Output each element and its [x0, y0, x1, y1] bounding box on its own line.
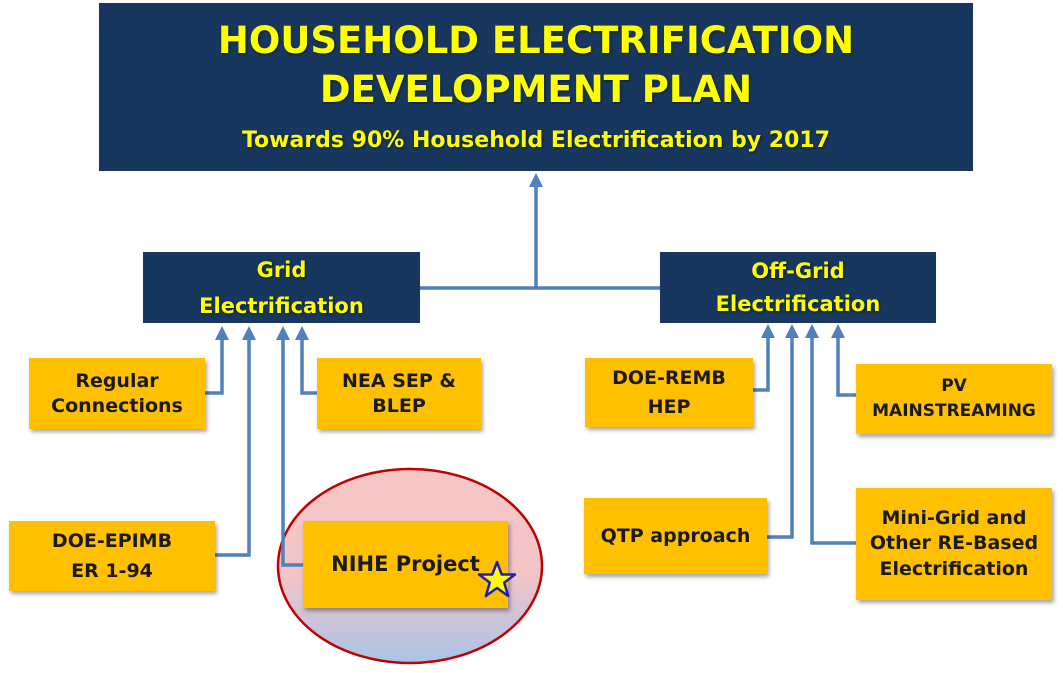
nihe-project-box: NIHE Project — [303, 521, 508, 608]
nea-line1: NEA SEP & — [342, 369, 456, 392]
pv-line1: PV — [941, 376, 967, 397]
doe-epimb-line2: ER 1-94 — [71, 560, 153, 582]
star-icon — [477, 560, 517, 598]
grid-electrification-box: Grid Electrification — [143, 252, 420, 323]
nea-line2: BLEP — [372, 394, 426, 417]
nea-sep-blep-box: NEA SEP & BLEP — [317, 358, 481, 429]
connector-pv — [831, 324, 856, 397]
plan-title-line2: DEVELOPMENT PLAN — [319, 68, 753, 111]
plan-subtitle: Towards 90% Household Electrification by… — [241, 128, 831, 153]
connector-regular — [205, 326, 229, 395]
doe-remb-line2: HEP — [647, 395, 691, 418]
pv-mainstreaming-box: PV MAINSTREAMING — [856, 364, 1052, 434]
connector-doe-remb — [753, 324, 775, 392]
connector-nihe — [276, 326, 303, 567]
connector-doe-epimb — [215, 326, 256, 557]
grid-label-line2: Electrification — [199, 294, 364, 318]
offgrid-label-line2: Electrification — [715, 292, 881, 316]
doe-remb-line1: DOE-REMB — [612, 367, 726, 389]
qtp-approach-box: QTP approach — [584, 498, 767, 574]
regular-connections-box: Regular Connections — [29, 358, 205, 429]
offgrid-electrification-box: Off-Grid Electrification — [660, 252, 936, 323]
doe-epimb-box: DOE-EPIMB ER 1-94 — [9, 521, 215, 591]
minigrid-line2: Other RE-Based — [869, 532, 1039, 555]
minigrid-line1: Mini-Grid and — [881, 506, 1027, 529]
nihe-label: NIHE Project — [331, 551, 480, 576]
regular-line2: Connections — [51, 394, 183, 417]
connector-nea — [295, 326, 317, 395]
offgrid-label-line1: Off-Grid — [751, 259, 845, 283]
connector-main — [420, 180, 660, 290]
qtp-label: QTP approach — [600, 524, 751, 547]
plan-box: HOUSEHOLD ELECTRIFICATION DEVELOPMENT PL… — [99, 3, 973, 171]
connector-minigrid — [805, 324, 856, 545]
regular-line1: Regular — [75, 369, 159, 392]
plan-title-line1: HOUSEHOLD ELECTRIFICATION — [217, 19, 855, 62]
doe-epimb-line1: DOE-EPIMB — [51, 529, 173, 552]
minigrid-line3: Electrification — [879, 557, 1029, 580]
pv-line2: MAINSTREAMING — [872, 401, 1036, 421]
grid-label-line1: Grid — [256, 258, 307, 282]
minigrid-box: Mini-Grid and Other RE-Based Electrifica… — [856, 488, 1052, 600]
connector-qtp — [767, 324, 799, 539]
doe-remb-hep-box: DOE-REMB HEP — [585, 358, 753, 427]
